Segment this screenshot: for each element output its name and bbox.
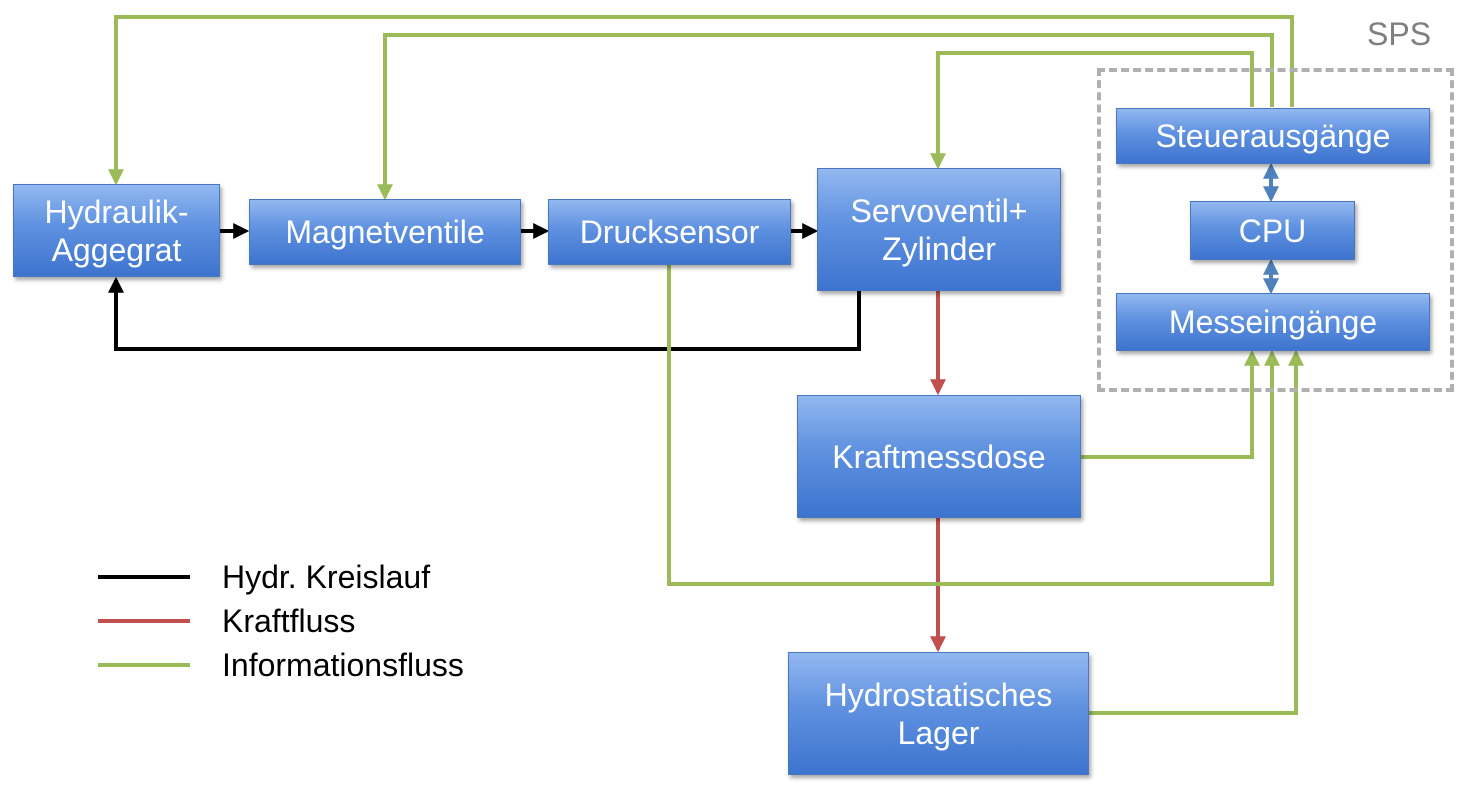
steuer-to-servoventil-line [930,51,1254,170]
servoventil-zylinder-box: Servoventil+ Zylinder [817,168,1061,291]
cpu-box: CPU [1190,201,1355,260]
drucksensor-to-mess-line [667,264,1280,586]
legend-label: Hydr. Kreislauf [222,558,431,595]
steuerausgaenge-box: Steuerausgänge [1116,108,1430,164]
legend-line-red [98,619,190,623]
servoventil-return-line [108,276,861,351]
drucksensor-box: Drucksensor [548,199,791,265]
messeingaenge-box: Messeingänge [1116,293,1430,351]
legend-item-hydraulic: Hydr. Kreislauf [98,557,430,597]
sps-frame [1097,68,1454,392]
info-lines [108,15,1304,715]
legend-line-green [98,663,190,667]
steuer-to-hydraulik-line [108,15,1294,186]
legend-line-black [98,575,190,579]
legend-item-force: Kraftfluss [98,601,355,641]
lager-to-mess-line [1089,349,1304,715]
sps-label: SPS [1367,16,1432,52]
hydraulik-aggregat-box: Hydraulik- Aggegrat [13,184,220,277]
kraftmessdose-to-mess-line [1081,349,1260,459]
legend-label: Informationsfluss [222,646,464,683]
magnetventile-box: Magnetventile [249,199,521,265]
kraftmessdose-box: Kraftmessdose [797,395,1081,518]
hydraulic-lines [108,223,861,351]
legend-label: Kraftfluss [222,602,356,639]
legend-item-info: Informationsfluss [98,645,464,685]
hydrostatisches-lager-box: Hydrostatisches Lager [788,652,1089,775]
